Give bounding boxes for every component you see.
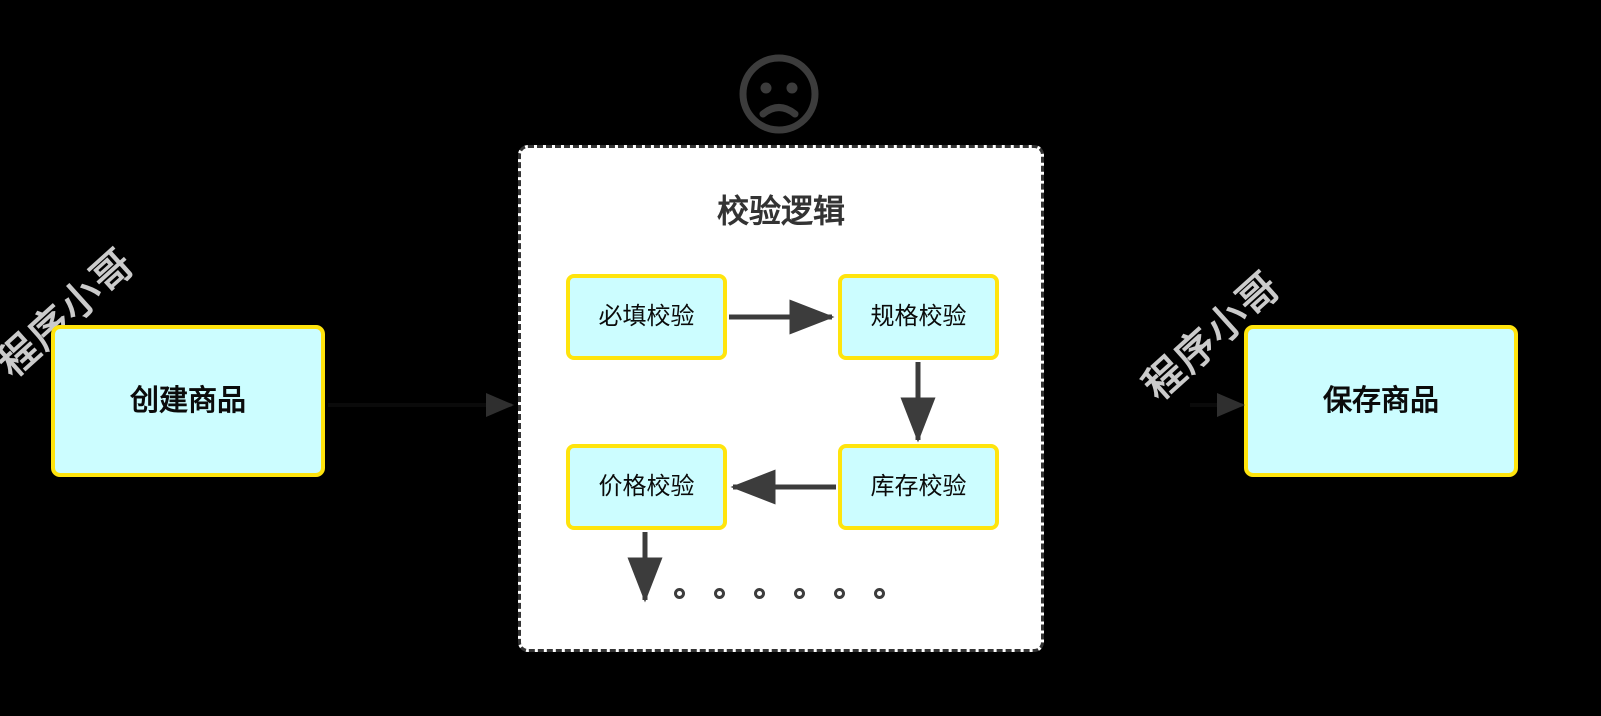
node-required-check[interactable]: 必填校验 (566, 274, 727, 360)
node-spec-check-label: 规格校验 (870, 302, 967, 330)
node-required-check-label: 必填校验 (598, 302, 695, 330)
node-spec-check[interactable]: 规格校验 (838, 274, 999, 360)
trail-dot (754, 588, 765, 599)
node-create-product[interactable]: 创建商品 (51, 325, 325, 477)
trail-dot (874, 588, 885, 599)
node-price-check[interactable]: 价格校验 (566, 444, 727, 530)
trail-dot (674, 588, 685, 599)
node-stock-check[interactable]: 库存校验 (838, 444, 999, 530)
trail-dot (834, 588, 845, 599)
trail-dot (794, 588, 805, 599)
subgraph-validation-logic: 校验逻辑 (518, 145, 1044, 652)
node-create-product-label: 创建商品 (129, 384, 246, 417)
node-save-product-label: 保存商品 (1322, 384, 1439, 417)
node-save-product[interactable]: 保存商品 (1244, 325, 1518, 477)
node-price-check-label: 价格校验 (598, 472, 695, 500)
sad-face-icon (739, 54, 819, 134)
trail-dot (714, 588, 725, 599)
node-stock-check-label: 库存校验 (870, 472, 967, 500)
subgraph-title: 校验逻辑 (716, 193, 845, 229)
